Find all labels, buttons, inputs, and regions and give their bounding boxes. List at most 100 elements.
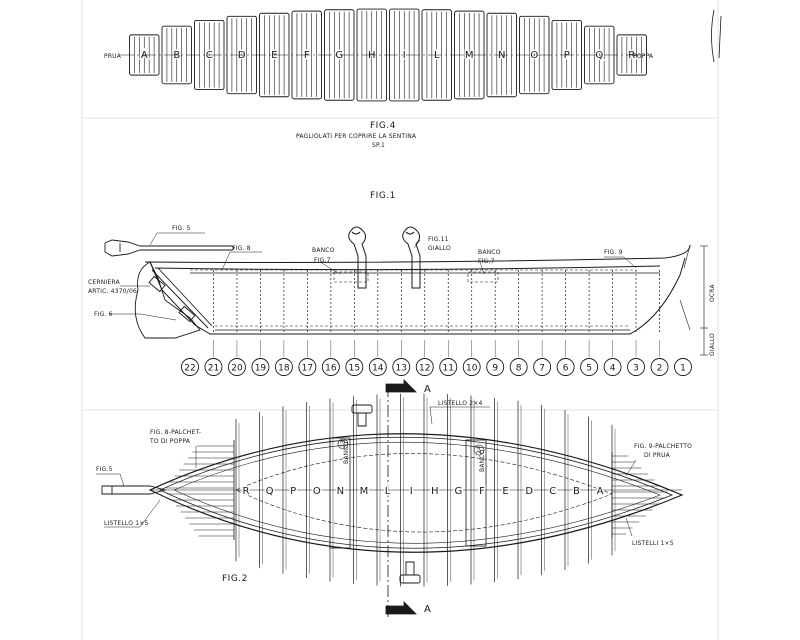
fig4-thickness: SP.1 [372, 142, 385, 149]
fig4-panel-letter: C [206, 50, 213, 61]
station-letter: H [431, 486, 439, 497]
svg-text:7: 7 [539, 364, 545, 374]
fig2-label-fig5: FIG.5 [96, 466, 113, 473]
fig1-label-cerniera: CERNIERA [88, 279, 121, 286]
svg-text:17: 17 [302, 364, 313, 374]
station-letter: B [573, 486, 580, 497]
fig4-panel-letter: G [335, 50, 343, 61]
fig2-label-listello-top: LISTELLO 2×4 [438, 400, 483, 407]
station-letter: M [360, 486, 369, 497]
fig2-tiller [101, 485, 167, 495]
svg-text:19: 19 [255, 364, 267, 374]
frame-number: 13 [392, 358, 411, 376]
fig4-panel-letter: M [465, 50, 474, 61]
partial-hull-outline [711, 9, 722, 63]
banco-24-label: BANCO [479, 449, 486, 472]
station-letter: R [243, 486, 250, 497]
fig4-panel-letter: Q [595, 50, 603, 61]
fig2-benches [329, 437, 487, 549]
rudder [134, 261, 213, 339]
frame-number: 6 [556, 358, 575, 376]
svg-text:9: 9 [492, 364, 498, 374]
station-letter: I [410, 486, 413, 497]
svg-text:13: 13 [396, 364, 407, 374]
fig2-title: FIG.2 [222, 574, 248, 584]
fig4-panel-letter: R [628, 50, 635, 61]
svg-text:1: 1 [680, 364, 686, 374]
fig1-label-giallo-side: GIALLO [709, 333, 716, 356]
banco-24-circle [473, 444, 485, 456]
frame-number: 14 [368, 358, 387, 376]
frame-number: 15 [345, 358, 364, 376]
frame-number: 4 [603, 358, 622, 376]
svg-text:8: 8 [516, 364, 522, 374]
section-label-bottom: A [424, 604, 431, 615]
fig1-label-banco-fig: FIG.7 [314, 257, 331, 264]
station-letter: P [290, 486, 296, 497]
fig4-panel-letter: O [530, 50, 538, 61]
frame-number: 20 [228, 358, 246, 376]
svg-text:2: 2 [657, 364, 663, 374]
fig2-plan-view: A A [96, 379, 692, 620]
frame-number: 3 [627, 358, 645, 376]
banco-23-label: BANCO [343, 441, 350, 464]
frame-number: 7 [533, 358, 552, 376]
svg-text:3: 3 [633, 364, 639, 374]
frame-number: 5 [580, 358, 599, 376]
fig4-panel-letter: E [271, 50, 277, 61]
svg-text:16: 16 [325, 364, 337, 374]
banco-23-number: 23 [340, 440, 347, 448]
fig1-label-fig8: FIG. 8 [232, 245, 251, 252]
fig1-label-giallo-top: GIALLO [428, 245, 451, 252]
frame-number: 11 [439, 358, 458, 376]
fig4-panel-letter: H [368, 50, 376, 61]
oarlocks [348, 226, 421, 289]
frame-number: 16 [321, 358, 340, 376]
frame-number: 8 [509, 358, 528, 376]
frame-number: 10 [462, 358, 481, 376]
fig2-label-palchetto-prua-1: FIG. 9-PALCHETTO [634, 443, 692, 450]
fig1-label-banco-2: BANCO [478, 249, 501, 256]
fig4-panel-letter: F [304, 50, 310, 61]
fig1-label-fig9: FIG. 9 [604, 249, 623, 256]
station-letter: D [525, 486, 533, 497]
fig2-oarlocks [351, 404, 421, 584]
fig1-title: FIG.1 [370, 191, 396, 201]
svg-text:15: 15 [349, 364, 360, 374]
benches [333, 271, 499, 283]
svg-text:21: 21 [208, 364, 219, 374]
frame-number: 22 [181, 358, 199, 376]
fig2-label-listelli-right: LISTELLI 1×5 [632, 540, 674, 547]
svg-text:14: 14 [372, 364, 384, 374]
frame-number: 19 [251, 358, 270, 376]
tiller-fig5 [104, 239, 235, 257]
fig4-caption: PAGLIOLATI PER COPRIRE LA SENTINA [296, 133, 417, 140]
svg-text:6: 6 [563, 364, 569, 374]
fig4-panel-letter: A [141, 50, 148, 61]
fig4-title: FIG.4 [370, 121, 396, 131]
section-label-top: A [424, 384, 431, 395]
banco-23-circle [337, 438, 349, 450]
frame-number: 17 [298, 358, 317, 376]
fig1-label-banco-2-fig: FIG.7 [478, 258, 495, 265]
fig4-panel-letter: N [498, 50, 505, 61]
station-letter: O [313, 486, 321, 497]
svg-text:10: 10 [466, 364, 478, 374]
fig1-label-cerniera-artic: ARTIC. 4370/06 [88, 288, 137, 295]
banco-24-number: 24 [476, 446, 483, 454]
frame-number: 21 [204, 358, 223, 376]
fig4-panel: L [421, 9, 452, 101]
station-letter: L [385, 486, 391, 497]
fig4-panel-letter: D [238, 50, 246, 61]
fig4-bow-label: PRUA [104, 53, 122, 60]
frame-number: 9 [486, 358, 505, 376]
frame-number: 18 [274, 358, 293, 376]
svg-text:18: 18 [278, 364, 290, 374]
fig1-label-fig11: FIG.11 [428, 236, 449, 243]
fig2-label-palchetto-poppa-1: FIG. 8-PALCHET- [150, 429, 201, 436]
station-letter: G [455, 486, 463, 497]
